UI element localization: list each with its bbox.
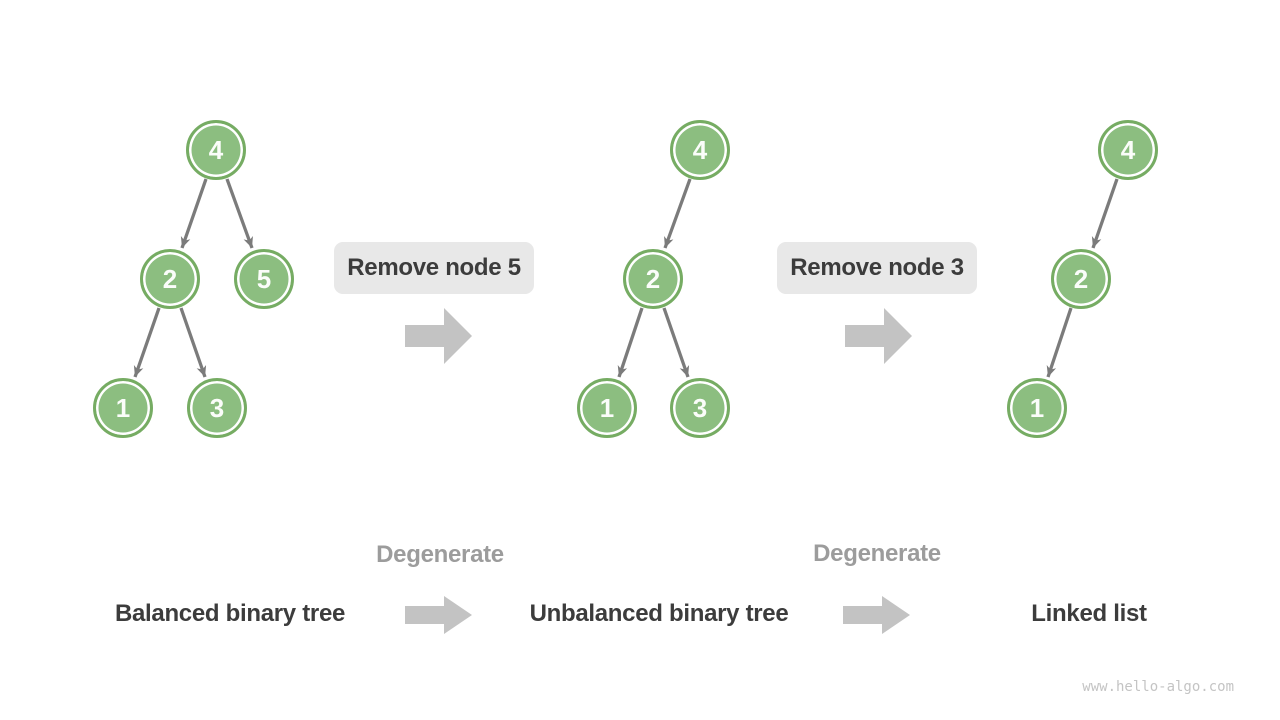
tree-node: 1 [577,378,637,438]
node-value: 4 [208,134,224,165]
tree-edge [663,178,692,249]
node-value: 3 [692,392,708,423]
tree-edge [133,307,161,378]
tree-node: 4 [1098,120,1158,180]
tree-edge [179,307,207,378]
tree-node: 2 [623,249,683,309]
tree-node: 3 [187,378,247,438]
tree-node: 4 [670,120,730,180]
node-value: 2 [645,263,661,294]
remove-node-3-label: Remove node 3 [790,254,964,281]
unbalanced-binary-tree-label: Unbalanced binary tree [529,600,789,627]
tree-edge [1091,178,1119,249]
tree-node: 1 [1007,378,1067,438]
tree-node: 5 [234,249,294,309]
node-value: 3 [209,392,225,423]
tree-edge [1046,307,1073,378]
node-value: 4 [1120,134,1136,165]
right-block-arrow-icon [843,596,910,634]
right-block-arrow-icon [845,308,912,364]
tree-node: 1 [93,378,153,438]
tree-node: 4 [186,120,246,180]
tree-node: 2 [1051,249,1111,309]
tree-edge [180,178,208,249]
linked-list-label: Linked list [1031,600,1147,627]
tree-edge [225,178,254,249]
remove-node-3-badge: Remove node 3 [777,242,977,294]
node-value: 2 [1073,263,1089,294]
tree-node: 3 [670,378,730,438]
node-value: 2 [162,263,178,294]
degenerate-label: Degenerate [376,541,504,568]
node-value: 1 [1029,392,1045,423]
node-value: 1 [599,392,615,423]
tree-edge [617,307,644,378]
remove-node-5-label: Remove node 5 [347,254,521,281]
node-value: 4 [692,134,708,165]
right-block-arrow-icon [405,308,472,364]
right-block-arrow-icon [405,596,472,634]
remove-node-5-badge: Remove node 5 [334,242,534,294]
degenerate-label: Degenerate [813,540,941,567]
watermark: www.hello-algo.com [1082,679,1234,695]
tree-node: 2 [140,249,200,309]
node-value: 5 [256,263,272,294]
tree-edge [662,307,690,378]
node-value: 1 [115,392,131,423]
balanced-binary-tree-label: Balanced binary tree [114,600,346,627]
